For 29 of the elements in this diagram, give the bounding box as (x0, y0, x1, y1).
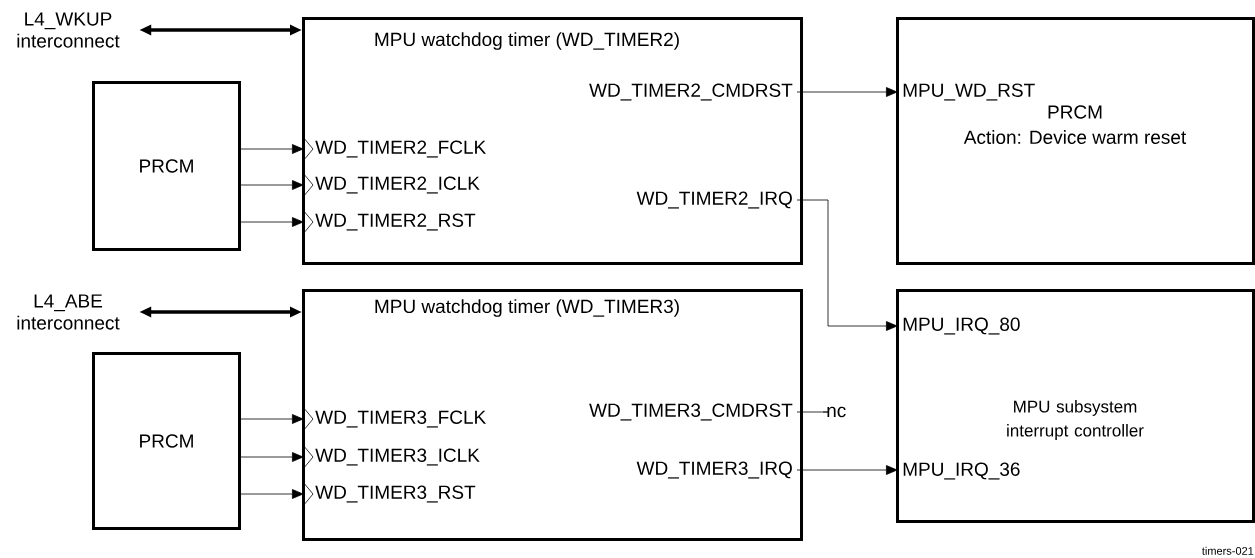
pin-label: WD_TIMER2_RST (315, 213, 476, 231)
pin-label: WD_TIMER3_CMDRST (589, 403, 793, 421)
interconnect-label: L4_WKUP interconnect (17, 12, 120, 48)
pin-label: WD_TIMER2_ICLK (315, 176, 480, 194)
arrow (240, 489, 304, 499)
pin-label: WD_TIMER3_IRQ (636, 461, 792, 479)
interconnect-label: L4_ABE interconnect (17, 294, 120, 330)
arrow (796, 199, 898, 331)
line (796, 411, 829, 413)
arrow (796, 87, 898, 97)
pin-label: MPU_IRQ_36 (903, 462, 1020, 480)
pin-label: MPU_IRQ_80 (903, 317, 1020, 335)
arrow (240, 452, 304, 462)
no-connect-label: nc (827, 406, 846, 418)
pin-label: WD_TIMER2_IRQ (636, 191, 792, 209)
pin-label: WD_TIMER3_RST (315, 485, 476, 503)
arrow (240, 217, 304, 227)
pin-label: WD_TIMER2_FCLK (315, 140, 486, 158)
arrow (240, 144, 304, 154)
block-box: PRCM (92, 81, 241, 251)
pin-label: MPU_WD_RST (903, 83, 1035, 101)
arrow (240, 180, 304, 190)
figure-id: timers-021 (1202, 546, 1254, 555)
pin-label: WD_TIMER2_CMDRST (589, 83, 793, 101)
pin-label: WD_TIMER3_ICLK (315, 448, 480, 466)
block-box: PRCM (92, 352, 241, 530)
arrow (240, 414, 304, 424)
pin-label: WD_TIMER3_FCLK (315, 410, 486, 428)
arrow (796, 465, 898, 475)
